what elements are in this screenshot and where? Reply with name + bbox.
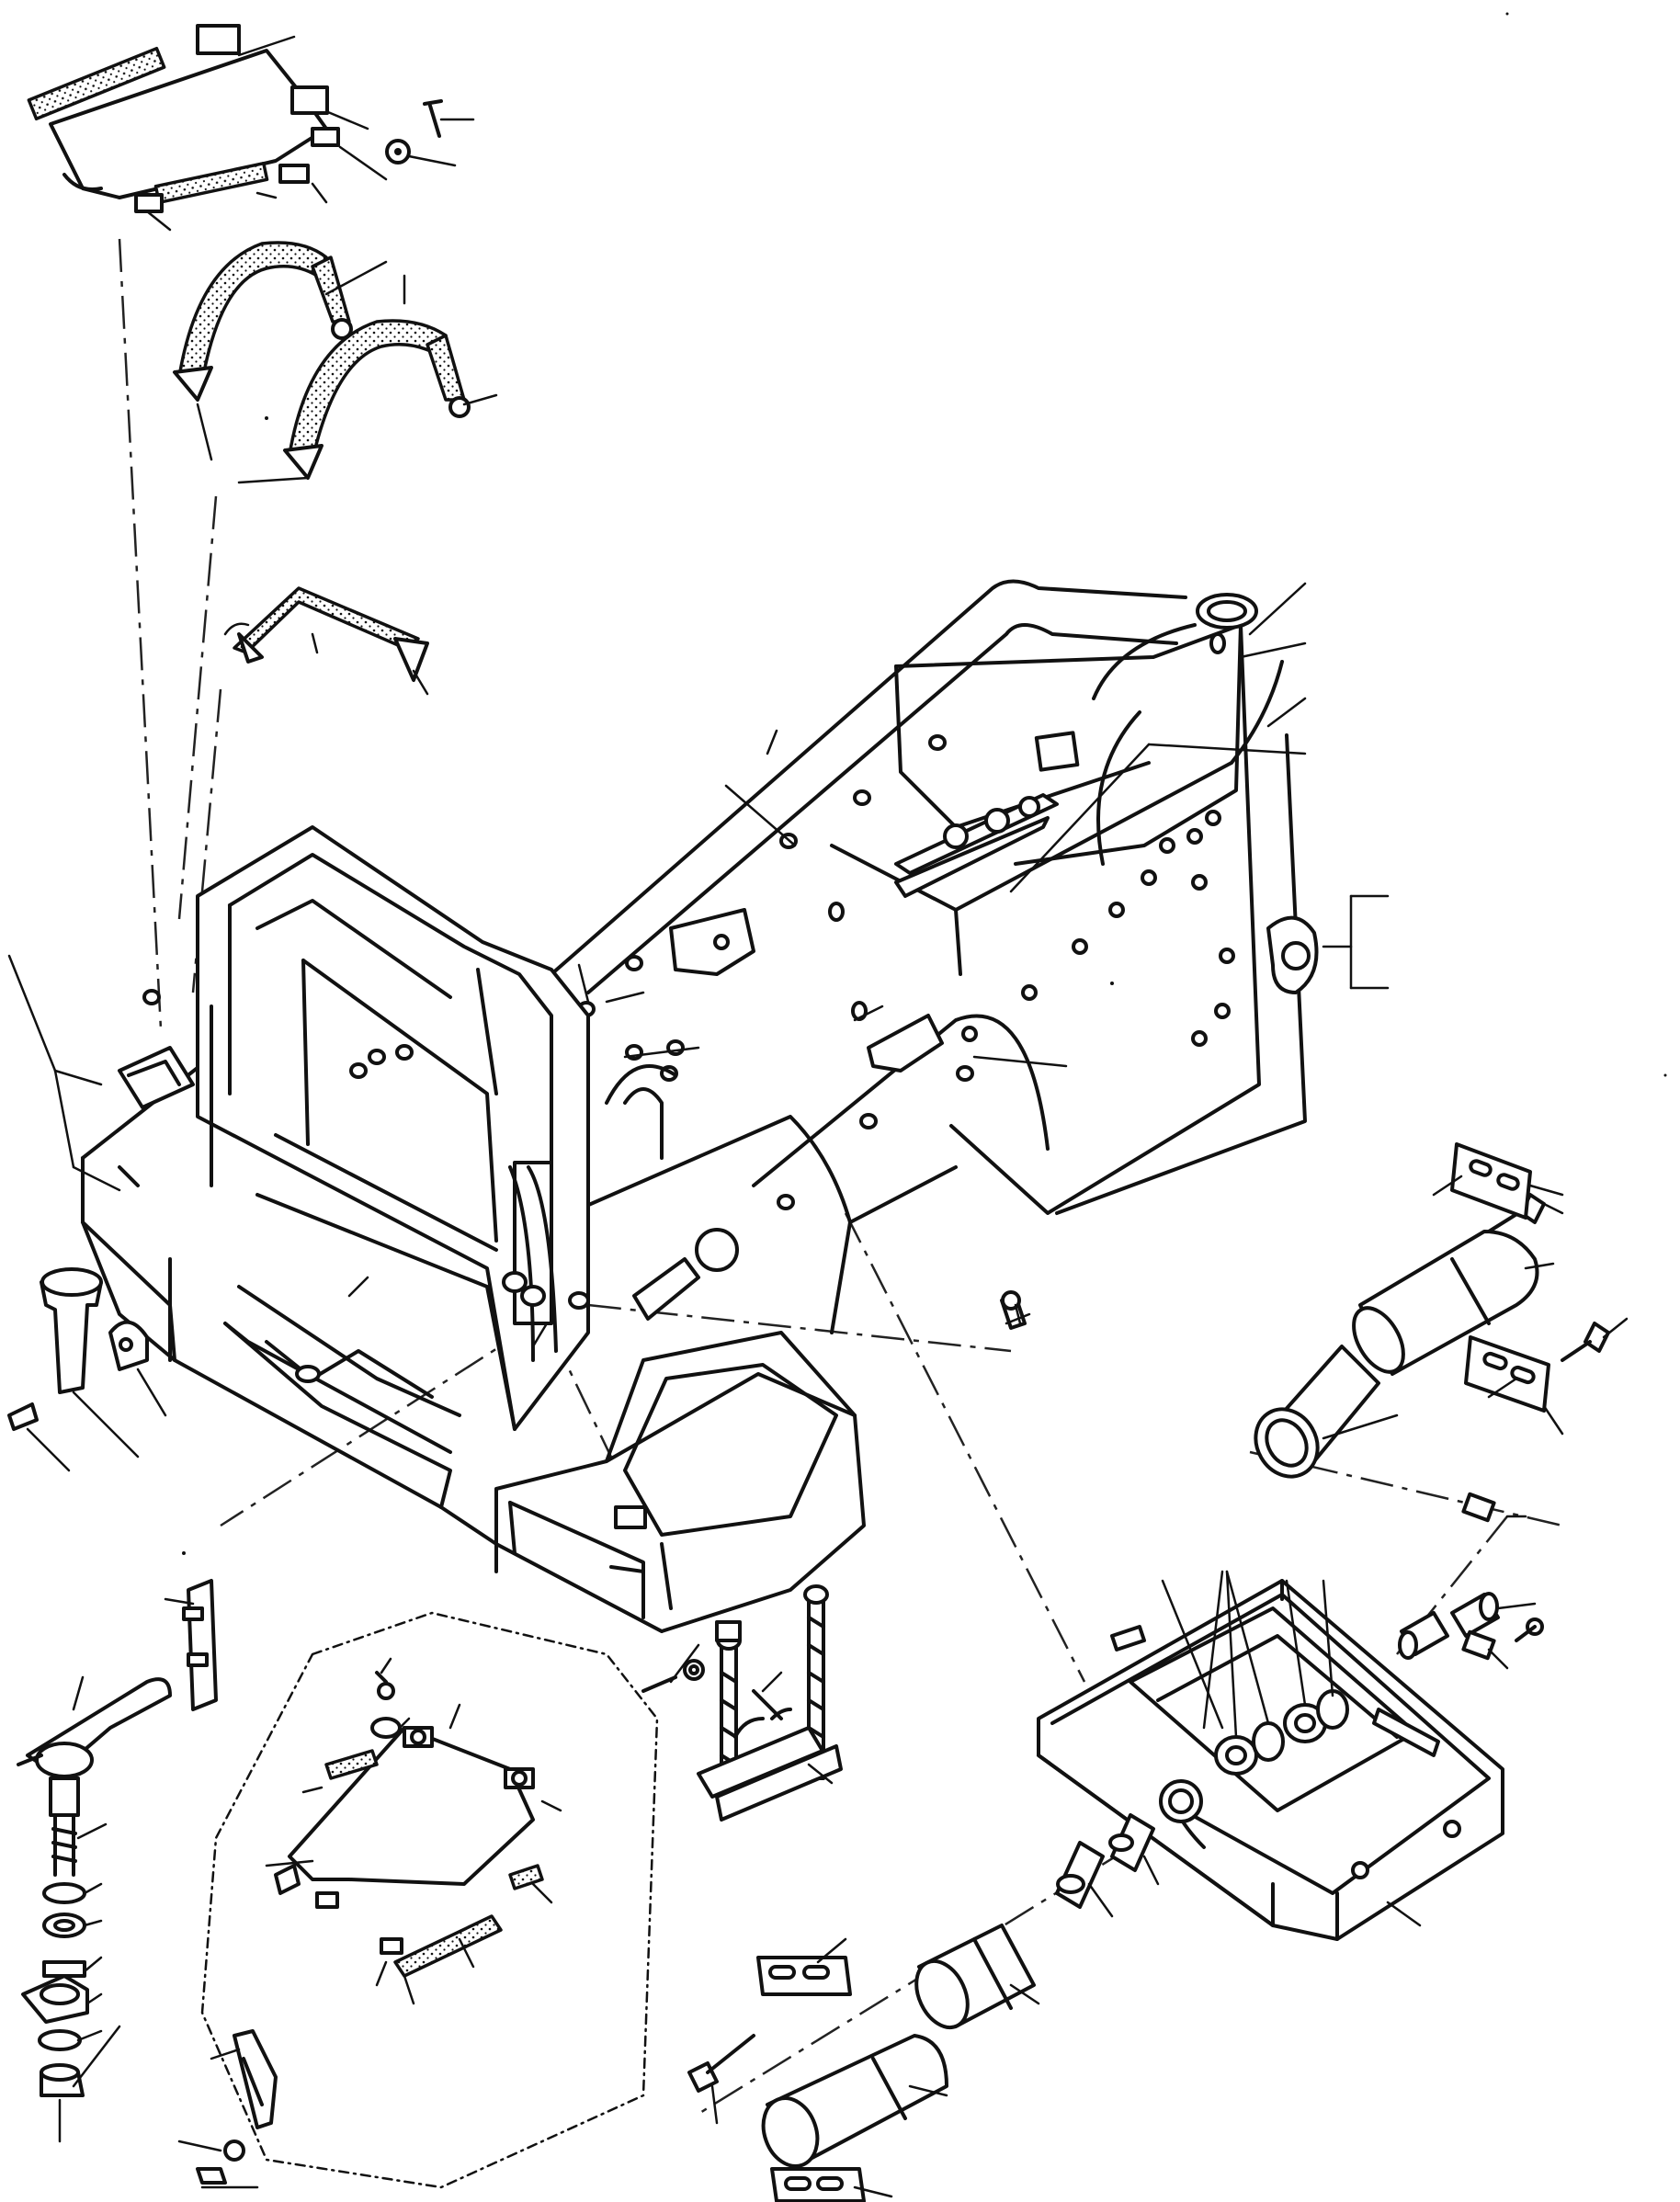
main-frame — [7, 579, 1390, 1633]
pin-and-plate-parts — [1000, 1142, 1629, 1479]
base-plate-assembly — [1037, 1492, 1544, 1941]
strap-brackets — [173, 241, 498, 696]
lower-pin-set — [687, 1924, 1040, 2202]
adjuster-rods — [641, 1584, 843, 1822]
stray-marks — [182, 12, 1667, 1555]
left-pin-and-latch — [7, 1267, 218, 1711]
latch-handle-stack — [17, 1675, 172, 2143]
top-cover-plate-assembly — [27, 24, 475, 232]
detail-subassembly-octagon — [177, 1611, 659, 2189]
